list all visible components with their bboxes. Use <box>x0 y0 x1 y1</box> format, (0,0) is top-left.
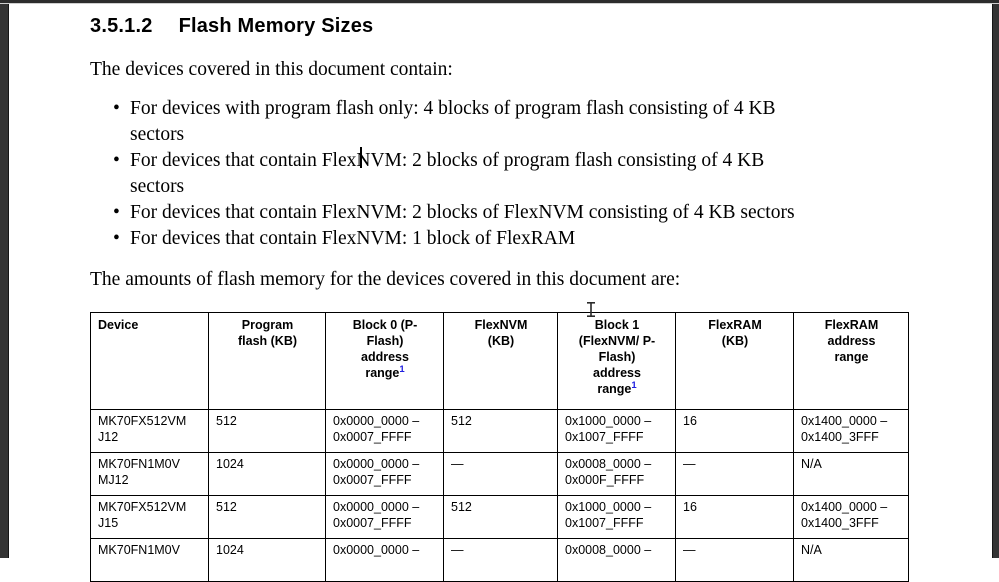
table-header-row: Device Program flash (KB) Block 0 (P- Fl… <box>90 312 909 410</box>
viewer-top-edge <box>0 0 999 4</box>
cell-flexram-range: 0x1400_0000 – 0x1400_3FFF <box>793 495 909 539</box>
document-page: 3.5.1.2 Flash Memory Sizes The devices co… <box>90 14 950 582</box>
cell-flexnvm: 512 <box>443 409 558 453</box>
section-heading: 3.5.1.2 Flash Memory Sizes <box>90 14 950 38</box>
list-item: • For devices that contain FlexNVM: 2 bl… <box>90 200 950 226</box>
intro-paragraph: The devices covered in this document con… <box>90 59 453 80</box>
footnote-link[interactable]: 1 <box>631 379 637 391</box>
cell-program-flash: 512 <box>208 409 326 453</box>
cell-flexnvm: — <box>443 452 558 496</box>
cell-device: MK70FX512VM J15 <box>90 495 209 539</box>
col-header-device: Device <box>90 312 209 410</box>
cell-block1-range: 0x1000_0000 – 0x1007_FFFF <box>557 495 676 539</box>
cell-flexnvm: — <box>443 538 558 582</box>
bullet-icon: • <box>113 228 120 249</box>
cell-block0-range: 0x0000_0000 – 0x0007_FFFF <box>325 409 444 453</box>
cell-flexram-range: N/A <box>793 452 909 496</box>
list-item: • For devices that contain FlexNVM: 1 bl… <box>90 226 950 252</box>
cell-device: MK70FX512VM J12 <box>90 409 209 453</box>
bullet-icon: • <box>113 202 120 223</box>
table-row: MK70FN1M0V MJ12 1024 0x0000_0000 – 0x000… <box>90 452 909 496</box>
cell-flexram: — <box>675 452 794 496</box>
bullet-icon: • <box>113 98 120 119</box>
text-caret <box>360 147 362 168</box>
cell-block1-range: 0x0008_0000 – <box>557 538 676 582</box>
col-header-flexram-range: FlexRAM address range <box>793 312 909 410</box>
table-row: MK70FN1M0V 1024 0x0000_0000 – — 0x0008_0… <box>90 538 909 582</box>
cell-program-flash: 512 <box>208 495 326 539</box>
bullet-list: • For devices with program flash only: 4… <box>90 96 950 252</box>
col-header-block1-range: Block 1 (FlexNVM/ P- Flash) address rang… <box>557 312 676 410</box>
viewer-left-edge <box>0 0 9 558</box>
bullet-icon: • <box>113 150 120 171</box>
cell-block1-range: 0x1000_0000 – 0x1007_FFFF <box>557 409 676 453</box>
col-header-flexram: FlexRAM (KB) <box>675 312 794 410</box>
list-item: • For devices with program flash only: 4… <box>90 96 950 148</box>
viewer-right-edge <box>992 0 999 558</box>
section-title: Flash Memory Sizes <box>178 15 374 37</box>
col-header-flexnvm: FlexNVM (KB) <box>443 312 558 410</box>
cell-device: MK70FN1M0V <box>90 538 209 582</box>
cell-flexram: — <box>675 538 794 582</box>
col-header-block0-range: Block 0 (P- Flash) address range1 <box>325 312 444 410</box>
cell-program-flash: 1024 <box>208 538 326 582</box>
section-number: 3.5.1.2 <box>90 15 153 37</box>
col-header-program-flash: Program flash (KB) <box>208 312 326 410</box>
list-item: • For devices that contain FlexNVM: 2 bl… <box>90 148 950 200</box>
cell-block1-range: 0x0008_0000 – 0x000F_FFFF <box>557 452 676 496</box>
cell-program-flash: 1024 <box>208 452 326 496</box>
cell-flexram: 16 <box>675 409 794 453</box>
cell-flexram: 16 <box>675 495 794 539</box>
table-row: MK70FX512VM J15 512 0x0000_0000 – 0x0007… <box>90 495 909 539</box>
cell-flexram-range: 0x1400_0000 – 0x1400_3FFF <box>793 409 909 453</box>
cell-flexram-range: N/A <box>793 538 909 582</box>
footnote-link[interactable]: 1 <box>399 363 405 375</box>
flash-memory-table: Device Program flash (KB) Block 0 (P- Fl… <box>90 312 909 582</box>
bullet-text: For devices with program flash only: 4 b… <box>130 98 776 145</box>
bullet-text: For devices that contain FlexNVM: 2 bloc… <box>130 150 765 197</box>
text-cursor-icon <box>587 302 595 317</box>
cell-flexnvm: 512 <box>443 495 558 539</box>
bullet-text: For devices that contain FlexNVM: 2 bloc… <box>130 202 795 223</box>
cell-block0-range: 0x0000_0000 – 0x0007_FFFF <box>325 452 444 496</box>
table-row: MK70FX512VM J12 512 0x0000_0000 – 0x0007… <box>90 409 909 453</box>
bullet-text: For devices that contain FlexNVM: 1 bloc… <box>130 228 576 249</box>
cell-block0-range: 0x0000_0000 – <box>325 538 444 582</box>
cell-device: MK70FN1M0V MJ12 <box>90 452 209 496</box>
cell-block0-range: 0x0000_0000 – 0x0007_FFFF <box>325 495 444 539</box>
table-lead-paragraph: The amounts of flash memory for the devi… <box>90 269 681 290</box>
